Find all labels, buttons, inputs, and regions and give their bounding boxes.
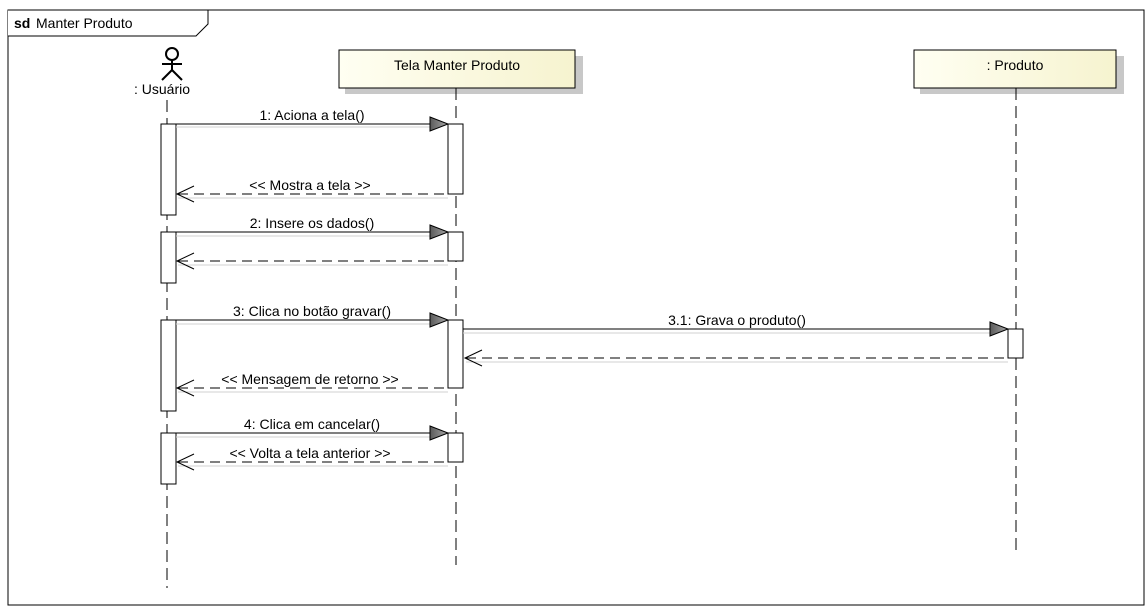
message-label: << Volta a tela anterior >> bbox=[229, 445, 390, 461]
object-box bbox=[913, 49, 1117, 89]
message-3-1: 3.1: Grava o produto() bbox=[463, 312, 1010, 337]
activation-bar bbox=[160, 231, 177, 284]
message-label: << Mensagem de retorno >> bbox=[221, 371, 398, 387]
lifeline-tela: Tela Manter Produto bbox=[338, 49, 583, 565]
activations bbox=[160, 123, 1024, 485]
arrowhead-open bbox=[175, 379, 195, 397]
arrowhead-open bbox=[175, 252, 195, 270]
message-label: 2: Insere os dados() bbox=[250, 215, 375, 231]
message-2: 2: Insere os dados() bbox=[176, 215, 450, 240]
frame-tab bbox=[8, 9, 209, 37]
lifeline-label: Tela Manter Produto bbox=[394, 57, 520, 73]
arrowhead-open bbox=[175, 453, 195, 471]
arrowhead-open bbox=[463, 349, 483, 367]
arrowhead bbox=[429, 224, 450, 240]
message-label: << Mostra a tela >> bbox=[249, 177, 370, 193]
activation-bar bbox=[160, 123, 177, 216]
lifeline-produto: : Produto bbox=[913, 49, 1124, 555]
activation-bar bbox=[447, 319, 464, 389]
message-label: 1: Aciona a tela() bbox=[259, 107, 364, 123]
return-3-1 bbox=[463, 349, 1008, 367]
return-3: << Mensagem de retorno >> bbox=[175, 371, 448, 397]
lifeline-label: : Usuário bbox=[134, 81, 190, 97]
activation-bar bbox=[1007, 328, 1024, 359]
message-label: 4: Clica em cancelar() bbox=[244, 416, 380, 432]
frame: sd Manter Produto bbox=[7, 9, 1145, 606]
activation-bar bbox=[447, 231, 464, 262]
frame-border bbox=[7, 9, 1145, 606]
object-box bbox=[338, 49, 576, 89]
activation-bar bbox=[160, 319, 177, 412]
arrowhead bbox=[429, 116, 450, 132]
activation-bar bbox=[447, 432, 464, 463]
arrowhead bbox=[429, 425, 450, 441]
return-2 bbox=[175, 252, 448, 270]
activation-bar bbox=[447, 123, 464, 195]
activation-bar bbox=[160, 432, 177, 485]
arrowhead bbox=[429, 312, 450, 328]
message-3: 3: Clica no botão gravar() bbox=[176, 303, 450, 328]
message-label: 3: Clica no botão gravar() bbox=[233, 303, 391, 319]
message-4: 4: Clica em cancelar() bbox=[176, 416, 450, 441]
actor-icon bbox=[161, 47, 183, 81]
lifeline-label: : Produto bbox=[987, 57, 1044, 73]
arrowhead bbox=[989, 321, 1010, 337]
return-1: << Mostra a tela >> bbox=[175, 177, 448, 203]
frame-keyword: sd bbox=[14, 15, 30, 31]
arrowhead-open bbox=[175, 185, 195, 203]
return-4: << Volta a tela anterior >> bbox=[175, 445, 448, 471]
frame-title: Manter Produto bbox=[36, 15, 133, 31]
message-1: 1: Aciona a tela() bbox=[176, 107, 450, 132]
message-label: 3.1: Grava o produto() bbox=[668, 312, 806, 328]
